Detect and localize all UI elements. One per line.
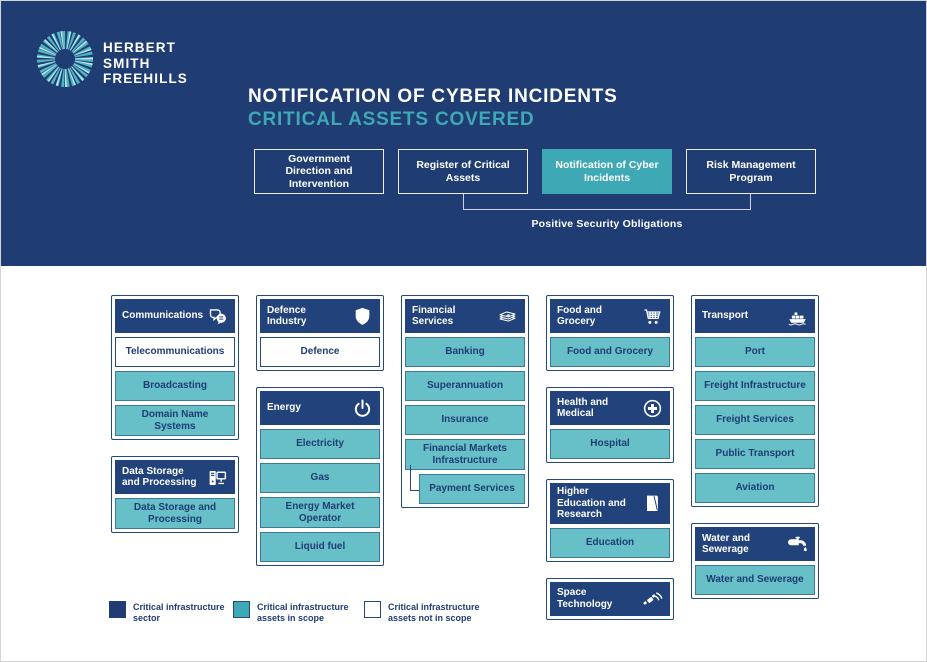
sector-name: Energy xyxy=(267,402,301,414)
medical-cross-icon xyxy=(642,398,663,419)
elbow-connector xyxy=(410,465,419,491)
asset-financial-markets-infrastructure: Financial Markets Infrastructure xyxy=(405,439,525,470)
asset-data-storage-and-processing: Data Storage and Processing xyxy=(115,498,235,529)
sector-header-water-and-sewerage: Water and Sewerage xyxy=(695,527,815,561)
asset-telecommunications: Telecommunications xyxy=(115,337,235,367)
legend-label: Critical infrastructure sector xyxy=(133,602,225,623)
asset-superannuation: Superannuation xyxy=(405,371,525,401)
sector-name: Health and Medical xyxy=(557,396,609,420)
shield-icon xyxy=(352,306,373,327)
tab-government-direction-and-intervention[interactable]: Government Direction and Intervention xyxy=(254,149,384,194)
sector-header-food-and-grocery: Food and Grocery xyxy=(550,299,670,333)
sector-name: Communications xyxy=(122,310,204,322)
sector-header-health-and-medical: Health and Medical xyxy=(550,391,670,425)
sector-name: Transport xyxy=(702,310,749,322)
bracket-line xyxy=(463,194,751,210)
brand-line: HERBERT xyxy=(103,40,176,55)
sector-header-space-technology: Space Technology xyxy=(550,581,670,616)
tab-risk-management-program[interactable]: Risk Management Program xyxy=(686,149,816,194)
sector-name: Space Technology xyxy=(557,587,613,610)
cart-icon xyxy=(642,306,663,327)
bracket-label: Positive Security Obligations xyxy=(531,218,683,230)
legend-label: Critical infrastructure assets in scope xyxy=(257,602,349,623)
page-title: NOTIFICATION OF CYBER INCIDENTS CRITICAL… xyxy=(248,85,618,131)
title-line-2: CRITICAL ASSETS COVERED xyxy=(248,109,535,130)
sector-name: Defence Industry xyxy=(267,304,307,328)
asset-freight-infrastructure: Freight Infrastructure xyxy=(695,371,815,401)
sector-name: Water and Sewerage xyxy=(702,532,750,556)
legend-item-sector: Critical infrastructure sector xyxy=(109,601,227,623)
sector-name: Data Storage and Processing xyxy=(122,465,197,489)
tap-icon xyxy=(787,534,808,555)
tab-notification-of-cyber-incidents[interactable]: Notification of Cyber Incidents xyxy=(542,149,672,194)
asset-banking: Banking xyxy=(405,337,525,367)
asset-domain-name-systems: Domain Name Systems xyxy=(115,405,235,436)
asset-payment-services: Payment Services xyxy=(419,474,525,504)
asset-education: Education xyxy=(550,527,670,558)
tab-register-of-critical-assets[interactable]: Register of Critical Assets xyxy=(398,149,528,194)
asset-port: Port xyxy=(695,337,815,367)
legend-swatch-sector xyxy=(109,601,126,618)
book-icon xyxy=(642,493,663,514)
asset-food-and-grocery: Food and Grocery xyxy=(550,337,670,367)
legend-label: Critical infrastructure assets not in sc… xyxy=(388,602,480,623)
brand-line: SMITH xyxy=(103,55,151,71)
sector-header-higher-education-and-research: Higher Education and Research xyxy=(550,483,670,524)
header-band: HERBERT SMITH FREEHILLS NOTIFICATION OF … xyxy=(1,1,926,266)
title-line-1: NOTIFICATION OF CYBER INCIDENTS xyxy=(248,86,618,107)
asset-defence: Defence xyxy=(260,337,380,367)
ship-icon xyxy=(787,306,808,327)
asset-electricity: Electricity xyxy=(260,429,380,459)
sector-header-transport: Transport xyxy=(695,299,815,333)
asset-insurance: Insurance xyxy=(405,405,525,435)
sector-group-space-technology: Space Technology xyxy=(546,577,674,620)
power-icon xyxy=(352,398,373,419)
asset-gas: Gas xyxy=(260,463,380,493)
asset-public-transport: Public Transport xyxy=(695,439,815,469)
legend-item-in-scope: Critical infrastructure assets in scope xyxy=(233,601,351,623)
speech-bubbles-icon xyxy=(207,306,228,327)
asset-energy-market-operator: Energy Market Operator xyxy=(260,497,380,528)
sector-header-financial-services: Financial Services xyxy=(405,299,525,333)
asset-freight-services: Freight Services xyxy=(695,405,815,435)
hsf-starburst-logo-icon xyxy=(33,27,97,91)
sector-name: Higher Education and Research xyxy=(557,486,626,520)
sector-header-defence-industry: Defence Industry xyxy=(260,299,380,333)
asset-water-and-sewerage: Water and Sewerage xyxy=(695,565,815,595)
child-asset-row: Payment Services xyxy=(410,465,525,504)
asset-hospital: Hospital xyxy=(550,429,670,459)
sector-header-communications: Communications xyxy=(115,299,235,333)
brand-line: FREEHILLS xyxy=(103,71,188,86)
brand-wordmark: HERBERT SMITH FREEHILLS xyxy=(103,40,188,87)
cash-icon xyxy=(497,306,518,327)
asset-broadcasting: Broadcasting xyxy=(115,371,235,401)
computer-icon xyxy=(207,467,228,488)
legend-item-not-in-scope: Critical infrastructure assets not in sc… xyxy=(364,601,482,623)
satellite-icon xyxy=(642,588,663,609)
asset-liquid-fuel: Liquid fuel xyxy=(260,532,380,562)
sector-name: Food and Grocery xyxy=(557,304,602,328)
sector-name: Financial Services xyxy=(412,304,456,328)
legend-swatch-in-scope xyxy=(233,601,250,618)
asset-aviation: Aviation xyxy=(695,473,815,503)
legend-swatch-not-in-scope xyxy=(364,601,381,618)
sector-header-energy: Energy xyxy=(260,391,380,425)
sector-header-data-storage-and-processing: Data Storage and Processing xyxy=(115,460,235,494)
